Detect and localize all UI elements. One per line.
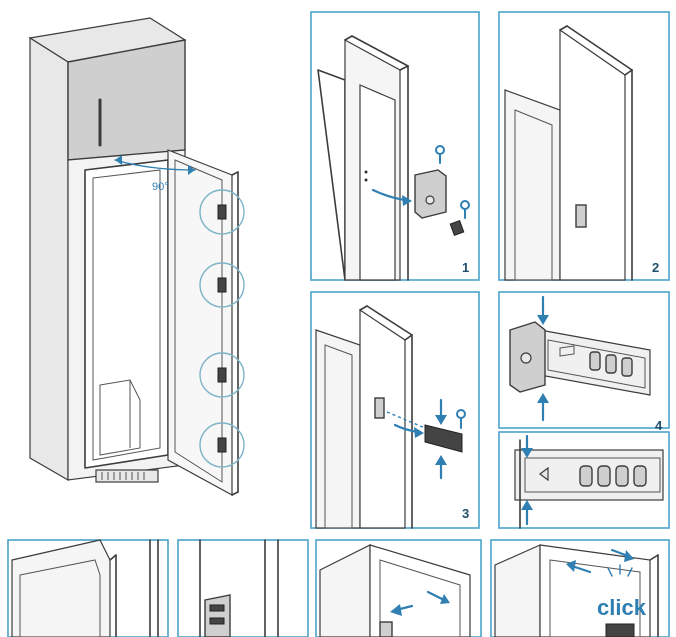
step-number-2: 2 bbox=[652, 260, 659, 275]
arrow-icon bbox=[371, 188, 412, 206]
step-number-4: 4 bbox=[655, 418, 663, 433]
panel-step-1: 1 bbox=[310, 11, 480, 281]
bracket-icon bbox=[374, 397, 385, 419]
rail-icon bbox=[539, 329, 651, 396]
screw-icon bbox=[456, 409, 466, 429]
bracket-icon bbox=[509, 321, 546, 393]
step-number-1: 1 bbox=[462, 260, 469, 275]
arrow-icon bbox=[435, 398, 447, 480]
click-label: click bbox=[597, 595, 647, 620]
panel-step-6 bbox=[177, 539, 309, 637]
rail-icon bbox=[204, 594, 231, 637]
panel-step-2: 2 bbox=[498, 11, 670, 281]
panel-step-4-detail bbox=[498, 431, 670, 529]
arrow-icon bbox=[393, 423, 424, 438]
arrow-icon bbox=[521, 434, 533, 526]
panel-step-4 bbox=[498, 291, 670, 429]
click-burst-icon bbox=[607, 564, 633, 577]
angle-label: 90° bbox=[152, 181, 169, 193]
fridge-overview: 90° bbox=[28, 17, 245, 497]
arrow-icon bbox=[566, 548, 634, 574]
panel-step-5 bbox=[7, 539, 169, 637]
step-number-3: 3 bbox=[462, 506, 469, 521]
panel-step-7 bbox=[315, 539, 482, 637]
screw-icon bbox=[435, 145, 470, 236]
panel-step-8: click bbox=[490, 539, 670, 637]
arrow-icon bbox=[537, 295, 549, 422]
bracket-icon bbox=[414, 169, 447, 219]
arrow-icon bbox=[390, 590, 450, 616]
bracket-icon bbox=[575, 204, 587, 228]
panel-step-3: 3 bbox=[310, 291, 480, 529]
